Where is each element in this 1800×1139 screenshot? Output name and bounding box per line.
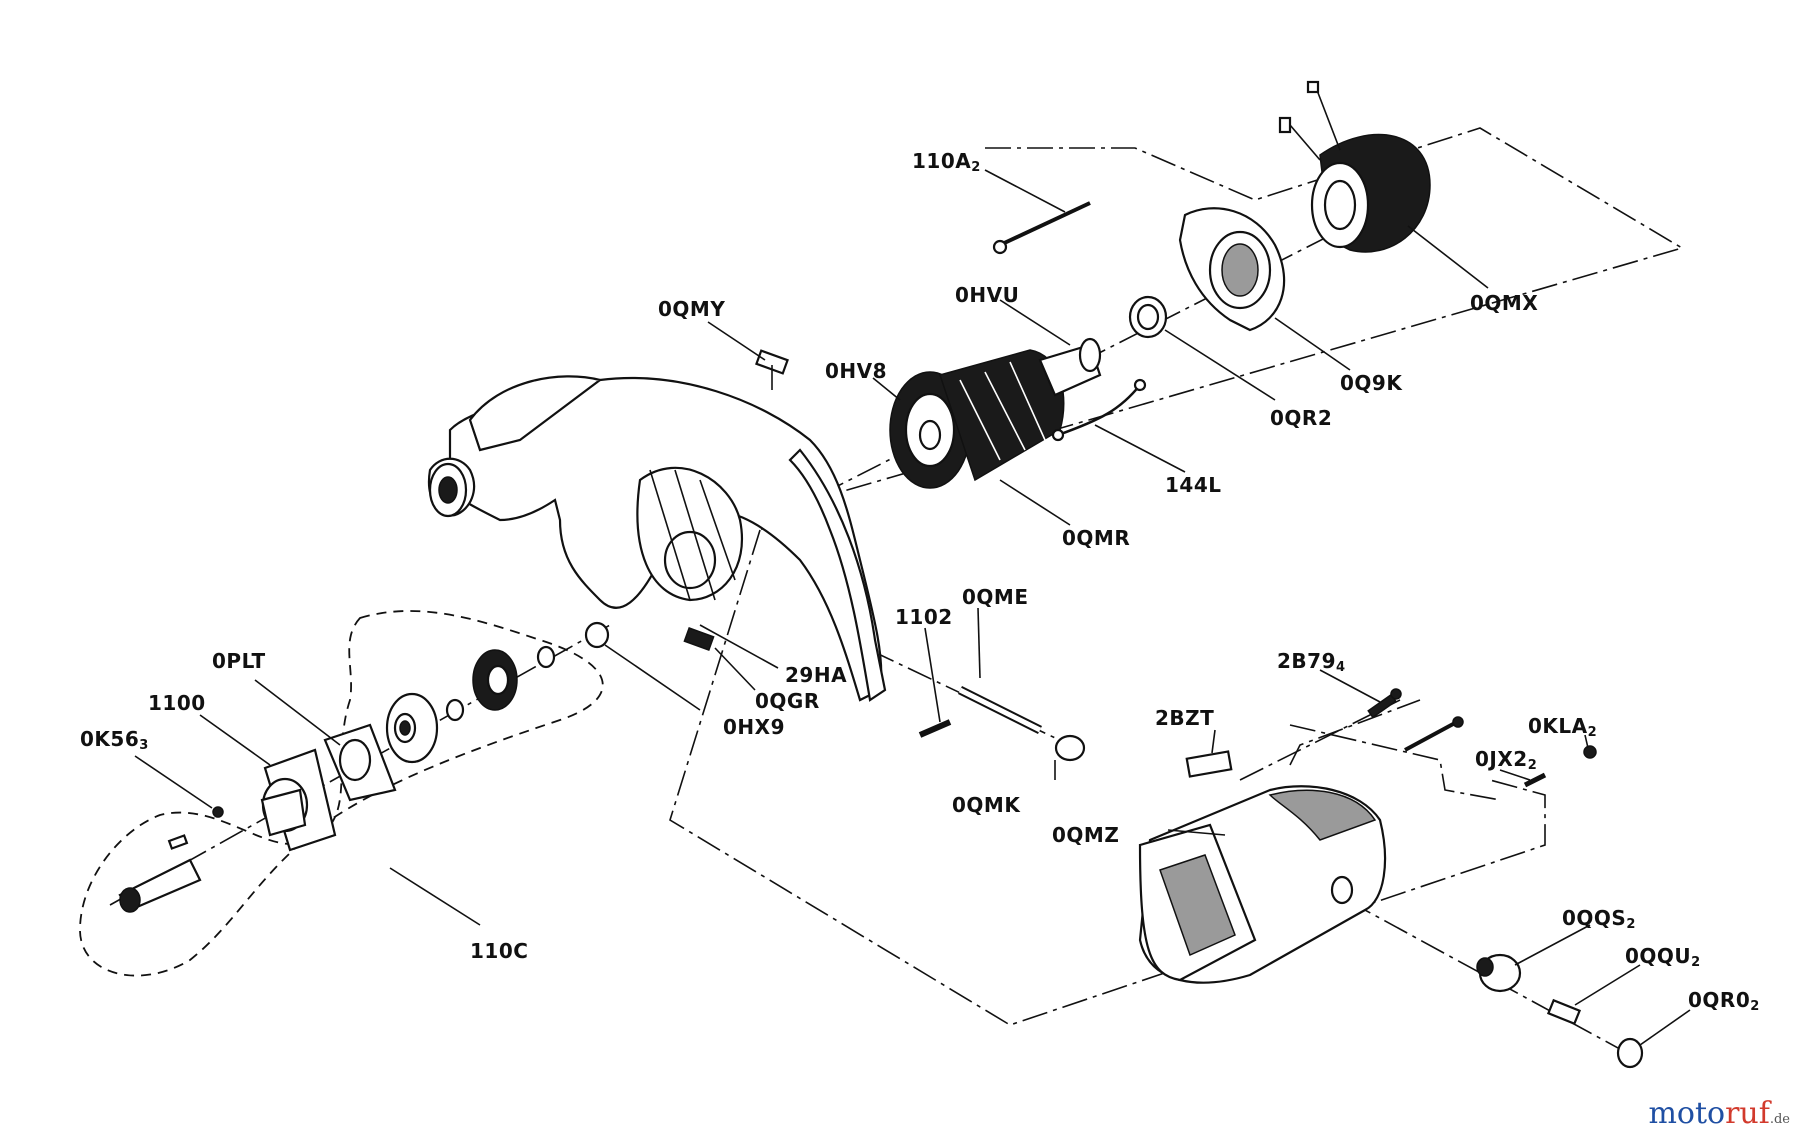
roll-pin-1102	[918, 719, 952, 738]
motor-housing-0qmz	[1138, 785, 1387, 984]
gear-train	[385, 645, 556, 764]
armature-assembly	[889, 337, 1102, 489]
blade-guard-housing	[427, 375, 887, 702]
label-110a: 110A2	[912, 149, 981, 175]
watermark-part-1: moto	[1648, 1096, 1726, 1131]
watermark-part-2: ruf	[1725, 1096, 1770, 1131]
bolt-bracket-2	[1289, 699, 1421, 766]
label-2bzt: 2BZT	[1155, 706, 1214, 730]
screw-0qgr	[683, 627, 715, 651]
part-labels: 110A2 0QMX 0HVU 0QMY 0HV8 0Q9K 0QR2 144L…	[80, 149, 1760, 1014]
field-coil-0qmx	[1278, 80, 1431, 253]
label-1100: 1100	[148, 691, 206, 715]
label-0hx9: 0HX9	[723, 715, 785, 739]
label-0hv8: 0HV8	[825, 359, 887, 383]
brush-holder-0q9k	[1178, 207, 1286, 332]
cap-0qr0	[1616, 1037, 1644, 1069]
contact-0qqu	[1546, 998, 1582, 1026]
label-0q9k: 0Q9K	[1340, 371, 1403, 395]
screw-0jx2	[1523, 772, 1547, 788]
gear-kit-outline	[79, 610, 604, 977]
spindle-shaft	[118, 834, 202, 913]
label-110c: 110C	[470, 939, 528, 963]
motoruf-watermark-logo: motoruf.de	[1648, 1096, 1790, 1131]
label-0k56: 0K563	[80, 727, 149, 753]
label-0qgr: 0QGR	[755, 689, 820, 713]
label-2b79: 2B794	[1277, 649, 1346, 675]
bushing-0hx9	[584, 621, 610, 649]
label-29ha: 29HA	[785, 663, 847, 687]
assembly-boundary-upper	[759, 127, 1684, 531]
label-0qmy: 0QMY	[658, 297, 725, 321]
screw-0kla	[1583, 745, 1597, 759]
label-0qr0: 0QR02	[1688, 988, 1760, 1014]
label-0qqs: 0QQS2	[1562, 906, 1636, 932]
spring-0qmy	[755, 349, 789, 375]
label-0plt: 0PLT	[212, 649, 266, 673]
watermark-suffix: .de	[1769, 1112, 1790, 1127]
label-0qmk: 0QMK	[952, 793, 1021, 817]
label-0qmz: 0QMZ	[1052, 823, 1119, 847]
wire-144l	[1057, 384, 1141, 437]
label-144l: 144L	[1165, 473, 1222, 497]
leader-lines	[134, 169, 1691, 1046]
label-0hvu: 0HVU	[955, 283, 1019, 307]
label-0qmx: 0QMX	[1470, 291, 1538, 315]
screw-0k56	[212, 806, 224, 818]
label-plate-2bzt	[1185, 750, 1233, 778]
bolt-bracket	[1289, 724, 1501, 801]
cap-0qmk	[1054, 734, 1086, 762]
label-0qr2: 0QR2	[1270, 406, 1332, 430]
label-0jx2: 0JX22	[1475, 747, 1537, 773]
label-0qme: 0QME	[962, 585, 1028, 609]
label-0qmr: 0QMR	[1062, 526, 1130, 550]
label-0kla: 0KLA2	[1528, 714, 1597, 740]
label-1102: 1102	[895, 605, 953, 629]
screw-110a	[992, 201, 1091, 255]
label-0qqu: 0QQU2	[1625, 944, 1701, 970]
assembly-boundary-lower	[669, 529, 1546, 1026]
bearing-0qr2	[1128, 295, 1168, 339]
